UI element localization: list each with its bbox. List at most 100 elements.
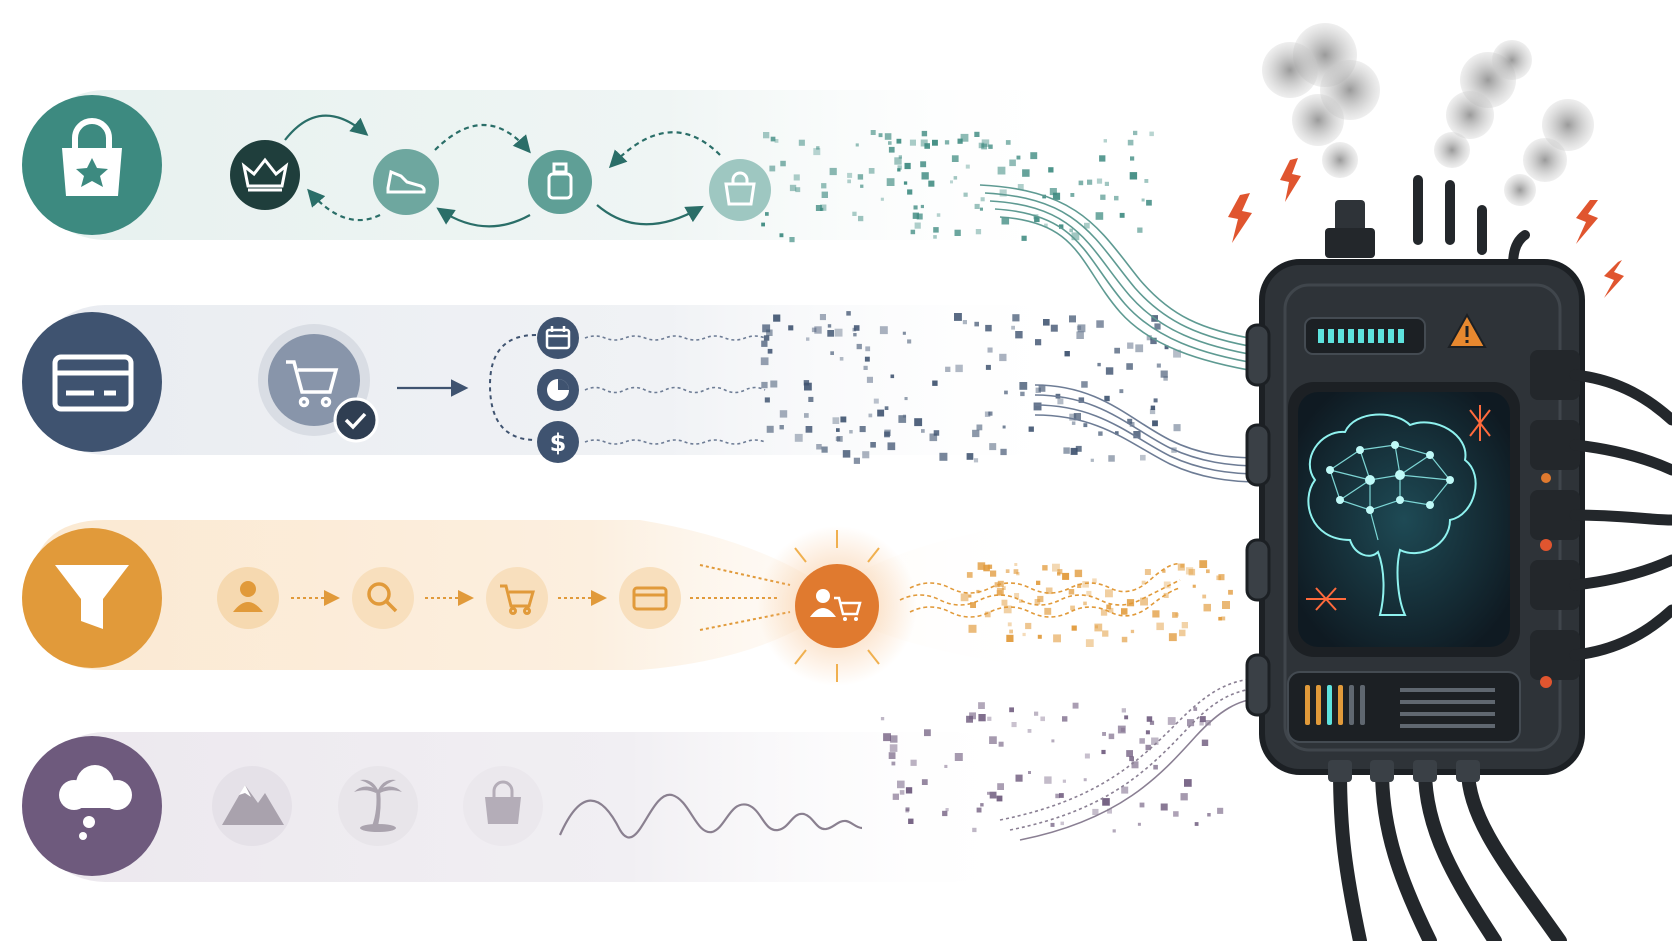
data-pixel xyxy=(1090,458,1094,462)
data-pixel xyxy=(980,197,985,202)
bottom-plugs xyxy=(1328,760,1480,782)
data-pixel xyxy=(978,702,985,709)
arrow xyxy=(596,204,704,226)
data-pixel xyxy=(944,140,950,145)
data-pixel xyxy=(878,133,883,138)
data-pixel xyxy=(899,790,905,795)
data-pixel xyxy=(1217,807,1224,814)
data-pixel xyxy=(1071,625,1077,631)
data-pixel xyxy=(999,189,1007,197)
data-pixel xyxy=(968,594,972,598)
data-pixel xyxy=(954,313,962,321)
data-pixel xyxy=(1014,563,1018,566)
data-pixel xyxy=(1173,424,1181,432)
data-pixel xyxy=(1114,347,1120,354)
data-pixel xyxy=(1075,445,1082,452)
data-pixel xyxy=(1084,222,1090,229)
data-pixel xyxy=(1034,711,1039,716)
data-pixel xyxy=(1037,595,1044,603)
data-pixel xyxy=(870,130,876,135)
data-pixel xyxy=(908,818,914,824)
data-pixel xyxy=(821,446,828,453)
data-pixel xyxy=(1057,398,1064,405)
data-pixel xyxy=(813,148,821,156)
data-pixel xyxy=(1007,622,1012,627)
calendar-icon xyxy=(545,326,571,350)
handbag-node xyxy=(709,159,771,221)
data-pixel xyxy=(891,761,896,766)
data-pixel xyxy=(1205,720,1211,726)
data-pixel xyxy=(1130,629,1135,634)
data-pixel xyxy=(1114,195,1119,201)
data-pixel xyxy=(910,229,916,235)
data-pixel xyxy=(769,165,776,172)
data-pixel xyxy=(890,374,895,379)
data-pixel xyxy=(945,808,949,812)
data-pixel xyxy=(770,136,776,142)
data-pixel xyxy=(1149,131,1154,137)
data-pixel xyxy=(1069,228,1073,233)
data-pixel xyxy=(1126,599,1135,607)
data-pixel xyxy=(821,191,828,198)
search-icon xyxy=(367,582,398,613)
data-pixel xyxy=(762,324,771,333)
data-pixel xyxy=(1016,155,1021,160)
arrow xyxy=(434,123,531,154)
data-pixel xyxy=(973,458,979,463)
data-pixel xyxy=(1100,194,1106,200)
data-pixel xyxy=(1077,324,1086,333)
data-pixel xyxy=(994,582,1000,588)
data-pixel xyxy=(960,593,969,602)
data-pixel xyxy=(966,572,973,578)
data-pixel xyxy=(761,340,768,347)
data-pixel xyxy=(945,366,951,372)
data-pixel xyxy=(987,716,992,721)
data-pixel xyxy=(1068,589,1075,595)
data-pixel xyxy=(1083,778,1087,782)
data-pixel xyxy=(1092,808,1099,816)
data-pixel xyxy=(815,205,822,211)
data-pixel xyxy=(1119,212,1125,218)
data-pixel xyxy=(858,215,864,222)
data-pixel xyxy=(989,736,997,744)
data-pixel xyxy=(999,353,1007,362)
data-pixel xyxy=(903,181,908,185)
data-pixel xyxy=(1034,216,1040,223)
data-pixel xyxy=(847,172,853,178)
data-pixel xyxy=(1129,756,1134,762)
data-pixel xyxy=(1120,727,1125,732)
data-pixel xyxy=(1140,597,1148,606)
data-pixel xyxy=(913,205,918,210)
data-pixel xyxy=(1154,323,1161,330)
data-pixel xyxy=(914,222,921,229)
data-pixel xyxy=(868,168,875,174)
data-pixel xyxy=(987,564,993,569)
data-pixel xyxy=(1044,223,1048,228)
data-pixel xyxy=(1060,821,1064,826)
data-pixel xyxy=(884,406,889,410)
shopping-bag-node xyxy=(463,766,543,846)
data-pixel xyxy=(866,376,873,383)
card-node xyxy=(619,567,681,629)
data-pixel xyxy=(1045,587,1053,595)
data-pixel xyxy=(1163,376,1168,381)
data-pixel xyxy=(1199,716,1206,723)
data-pixel xyxy=(965,164,970,169)
data-pixel xyxy=(870,442,876,448)
data-pixel xyxy=(1017,184,1024,190)
data-pixel xyxy=(896,138,902,144)
burst-rays xyxy=(794,530,880,682)
data-pixel xyxy=(897,165,902,170)
status-led-bar xyxy=(1318,329,1404,343)
data-pixel xyxy=(803,380,810,386)
data-pixel xyxy=(1121,636,1128,643)
data-pixel xyxy=(1163,581,1171,589)
data-pixel xyxy=(1097,362,1101,367)
data-pixel xyxy=(921,130,928,137)
data-pixel xyxy=(981,143,987,150)
data-pixel xyxy=(1139,802,1145,808)
data-pixel xyxy=(763,132,770,139)
data-pixel xyxy=(987,791,990,795)
data-pixel xyxy=(1035,339,1042,346)
crown-icon xyxy=(241,157,289,192)
